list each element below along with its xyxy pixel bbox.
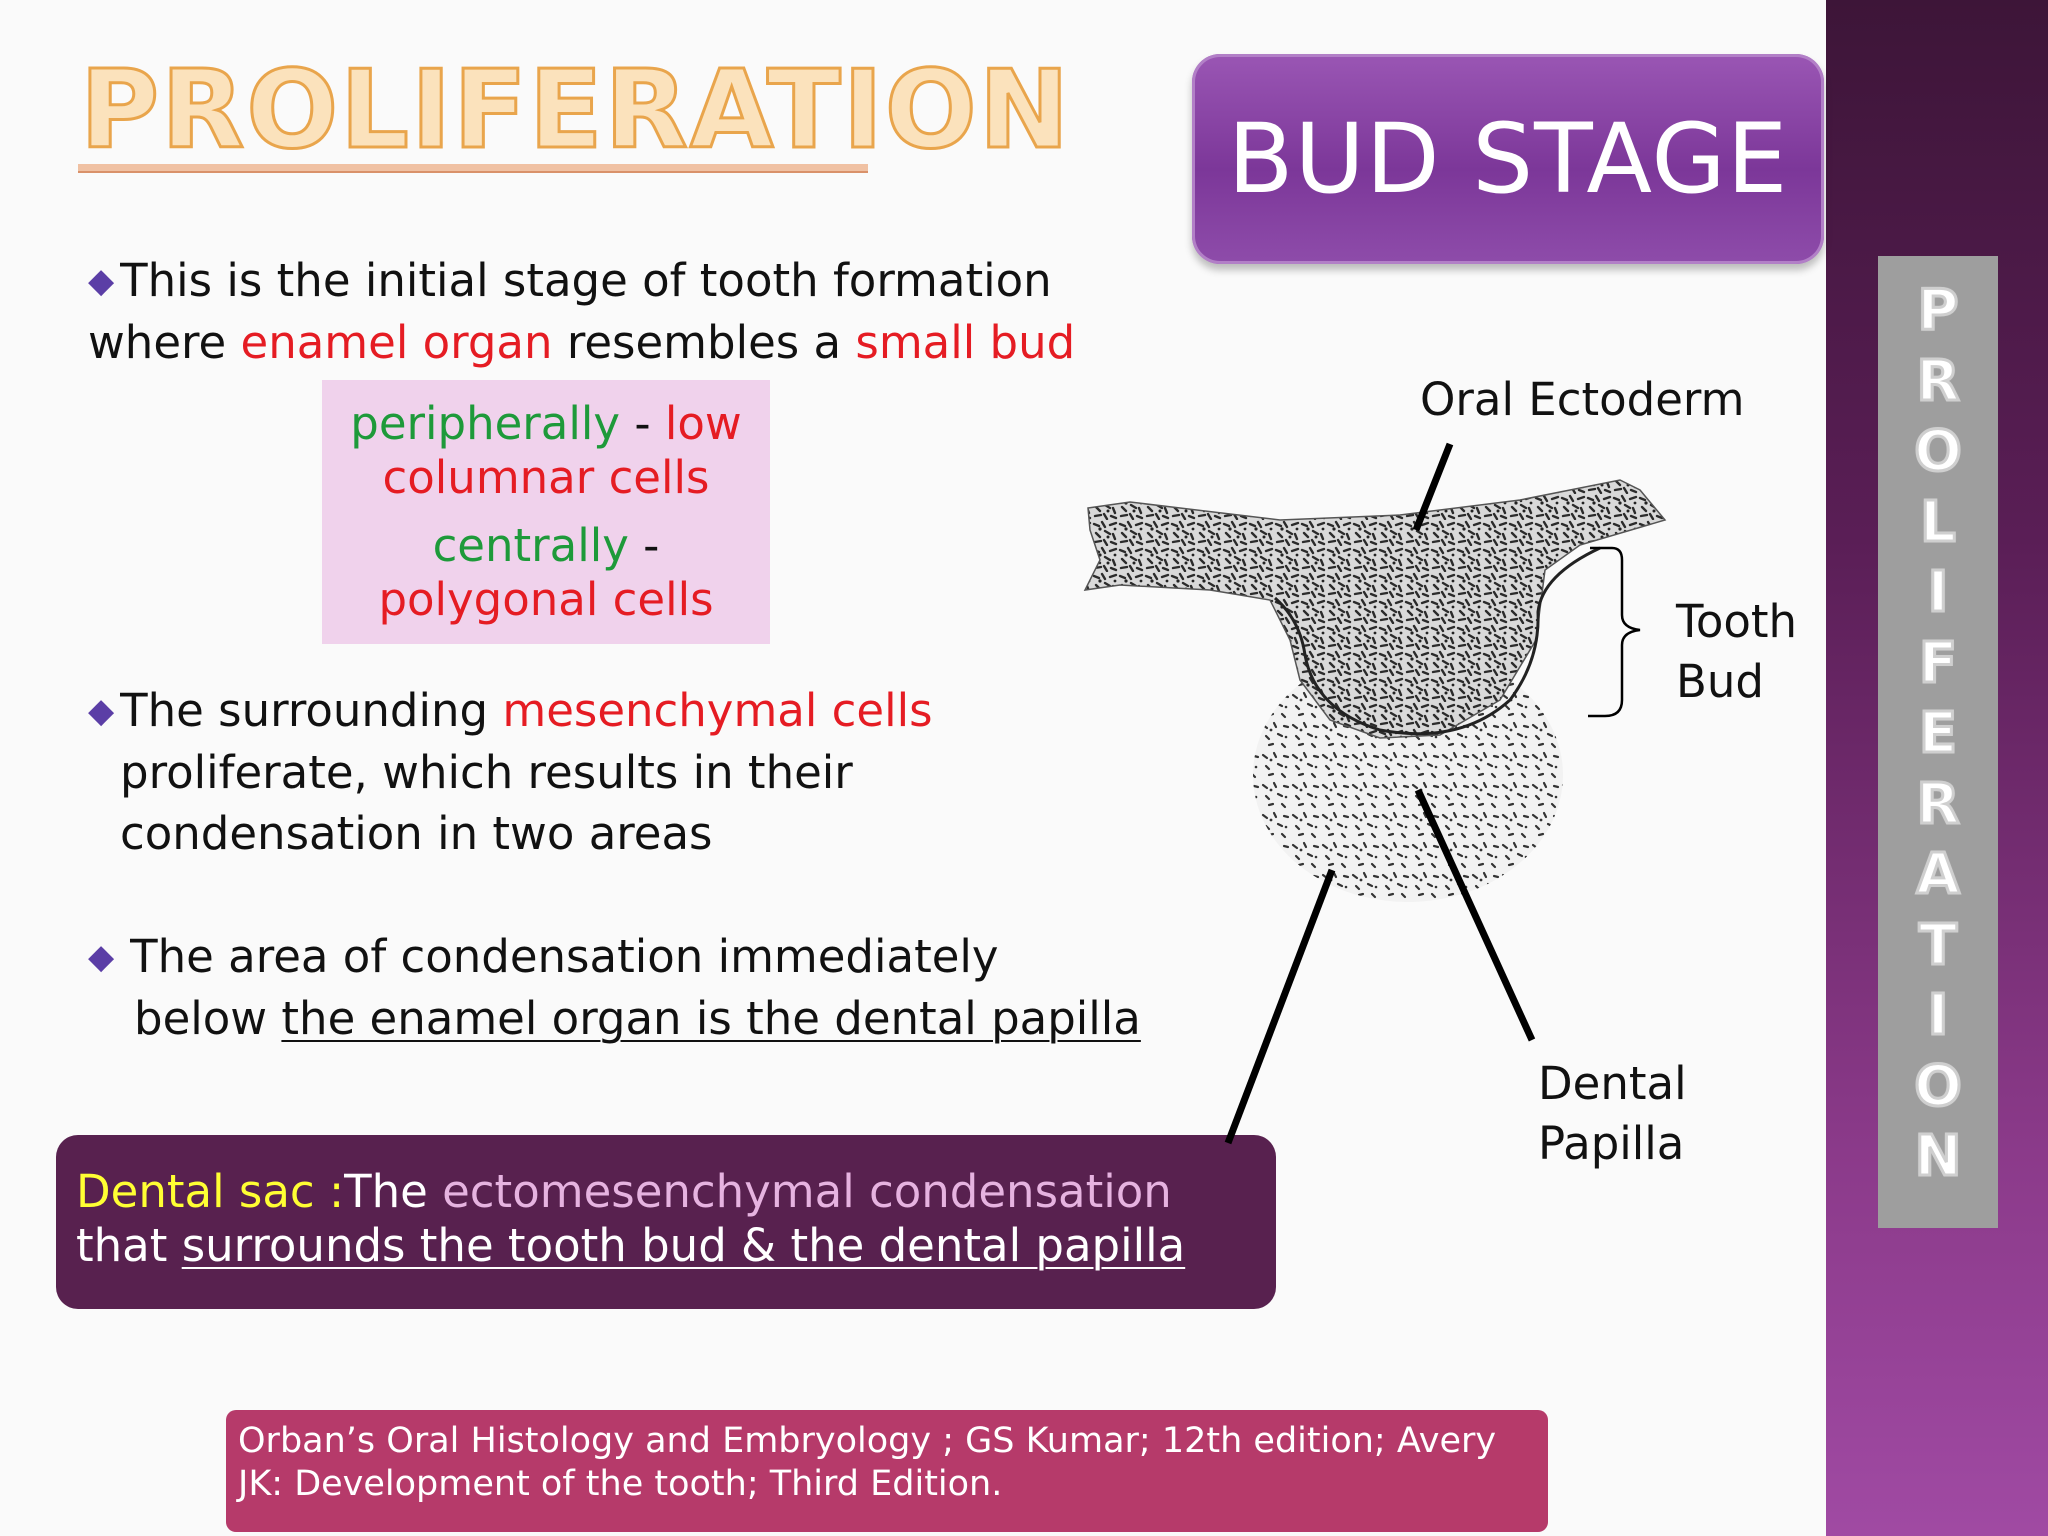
term-mesenchymal-cells: mesenchymal cells [502, 684, 933, 737]
cell-types-box: peripherally - low columnar cells centra… [322, 380, 770, 644]
diamond-bullet-icon: ◆ [88, 261, 115, 301]
bullet3-line2-pre: below [134, 992, 282, 1045]
dental-sac-underlined: surrounds the tooth bud & the dental pap… [181, 1219, 1186, 1272]
vertical-letter: R [1915, 347, 1961, 415]
vertical-letter: T [1917, 911, 1958, 979]
label-papilla: Papilla [1538, 1117, 1685, 1170]
label-oral-ectoderm: Oral Ectoderm [1420, 373, 1745, 426]
vertical-letter: A [1915, 841, 1961, 909]
bullet1-line2-pre: where [88, 316, 241, 369]
vertical-letter: O [1913, 1052, 1964, 1120]
label-tooth-bud: Tooth Bud [1676, 592, 1797, 712]
dental-sac-box: Dental sac :The ectomesenchymal condensa… [56, 1135, 1276, 1309]
term-columnar-cells: columnar cells [382, 451, 710, 504]
reference-line1: Orban’s Oral Histology and Embryology ; … [238, 1421, 1497, 1461]
bullet1-line2-mid: resembles a [552, 316, 856, 369]
bullet2-line2: proliferate, which results in their [120, 746, 853, 799]
vertical-letter: N [1913, 1123, 1963, 1191]
vertical-letter: E [1917, 700, 1958, 768]
label-dental-papilla: Dental Papilla [1538, 1054, 1687, 1174]
term-peripherally: peripherally [350, 397, 621, 450]
bullet-mesenchymal: ◆The surrounding mesenchymal cells proli… [88, 680, 933, 864]
term-enamel-organ: enamel organ [240, 316, 553, 369]
vertical-letter: R [1915, 770, 1961, 838]
slide-title: PROLIFERATION [78, 48, 1072, 173]
dental-sac-pointer [1224, 868, 1336, 1145]
vertical-letter: P [1916, 277, 1960, 345]
tooth-bud-outline [1274, 546, 1601, 736]
term-ectomesenchymal: ectomesenchymal condensation [442, 1165, 1172, 1218]
dental-sac-pre: The [344, 1165, 443, 1218]
title-underline [78, 164, 868, 173]
term-small-bud: small bud [855, 316, 1076, 369]
reference-line2: JK: Development of the tooth; Third Edit… [238, 1464, 1003, 1504]
bullet3-line1: The area of condensation immediately [130, 930, 999, 983]
term-low: low [664, 397, 742, 450]
diamond-bullet-icon: ◆ [88, 691, 115, 731]
vertical-letter: F [1917, 629, 1958, 697]
bullet1-line1: This is the initial stage of tooth forma… [120, 254, 1052, 307]
central-separator: - [628, 519, 660, 572]
bullet3-underlined: the enamel organ is the dental papilla [281, 992, 1141, 1045]
term-centrally: centrally [432, 519, 629, 572]
vertical-letter: L [1919, 488, 1958, 556]
term-dental-sac: Dental sac : [76, 1165, 345, 1218]
bullet2-pre: The surrounding [120, 684, 503, 737]
vertical-letter: I [1926, 982, 1950, 1050]
term-polygonal-cells: polygonal cells [378, 573, 714, 626]
tooth-bud-bracket [1588, 546, 1641, 718]
bud-stage-label: BUD STAGE [1227, 103, 1789, 215]
bud-stage-badge: BUD STAGE [1192, 54, 1824, 264]
oral-ectoderm-pointer [1412, 442, 1454, 532]
dental-papilla-pointer [1414, 788, 1536, 1042]
label-bud: Bud [1676, 655, 1764, 708]
oral-ectoderm-region [1083, 479, 1667, 739]
dental-sac-line2-pre: that [76, 1219, 182, 1272]
label-tooth: Tooth [1676, 595, 1798, 648]
reference-box: Orban’s Oral Histology and Embryology ; … [226, 1410, 1548, 1532]
peripheral-separator: - [620, 397, 665, 450]
label-dental: Dental [1538, 1057, 1687, 1110]
vertical-letter: O [1913, 418, 1964, 486]
bullet-dental-papilla: ◆ The area of condensation immediately be… [88, 926, 1141, 1049]
diamond-bullet-icon: ◆ [88, 937, 115, 977]
vertical-letter: I [1926, 559, 1950, 627]
bullet-initial-stage: ◆This is the initial stage of tooth form… [88, 250, 1075, 373]
bullet2-line3: condensation in two areas [120, 807, 713, 860]
